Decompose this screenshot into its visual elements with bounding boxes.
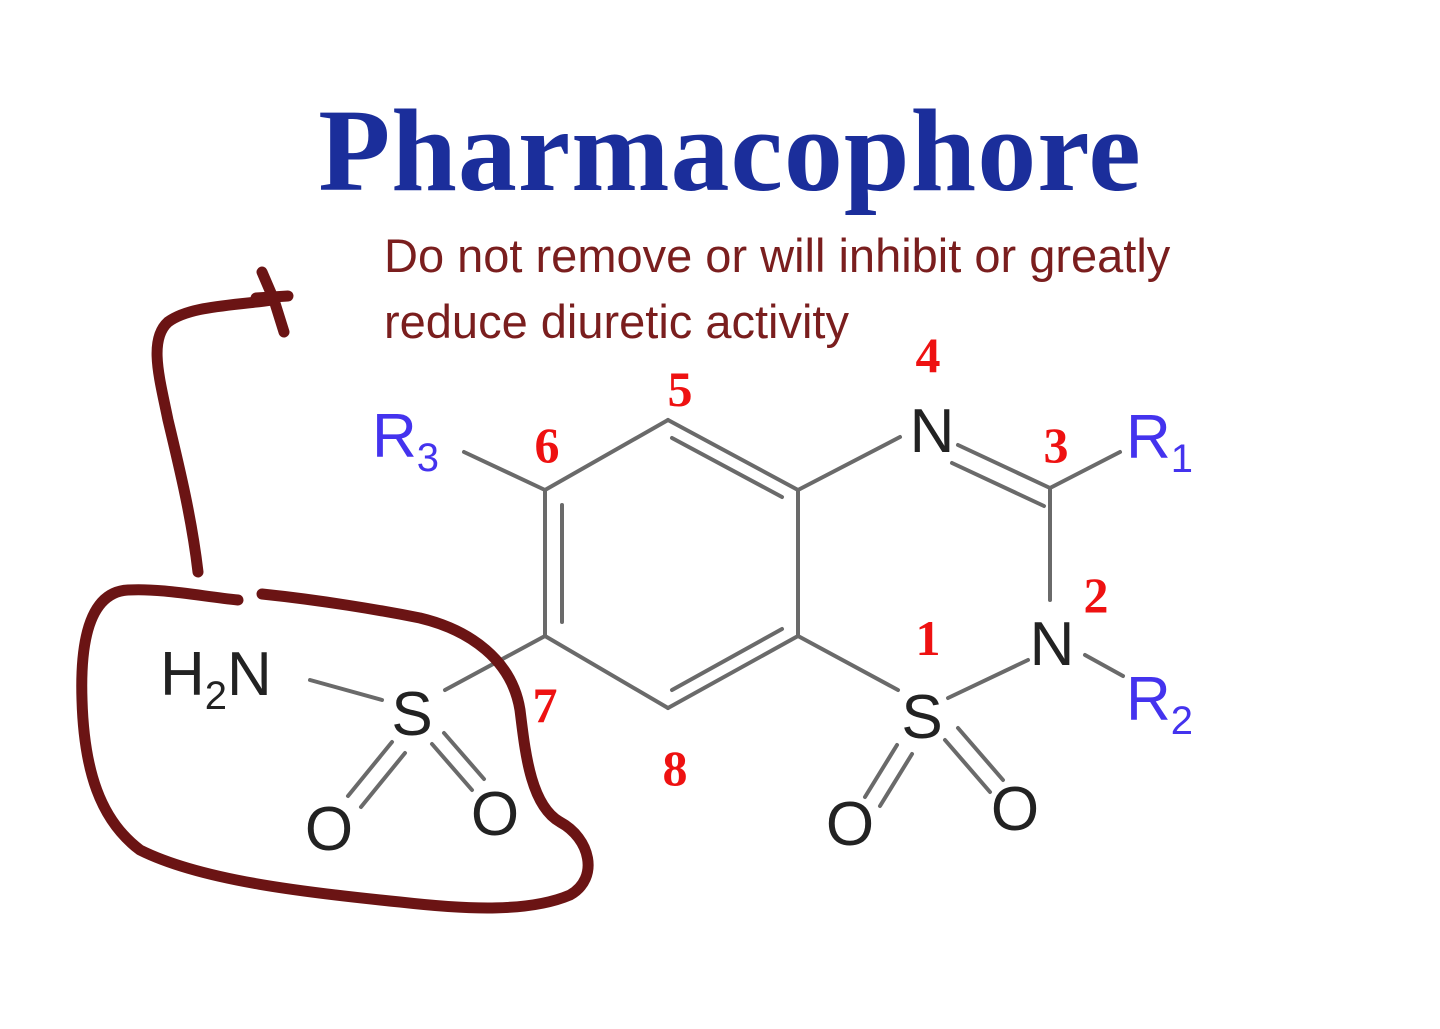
atom-sulfonamide-oxygen-right: O xyxy=(471,780,519,849)
r-group-r2: R2 xyxy=(1126,665,1193,743)
arrow-head-icon xyxy=(250,266,294,338)
position-number-6: 6 xyxy=(535,417,560,473)
position-number-4: 4 xyxy=(916,327,941,383)
annotation-line-1: Do not remove or will inhibit or greatly xyxy=(384,229,1171,282)
page-title: Pharmacophore xyxy=(318,85,1142,216)
atom-n4: N xyxy=(910,397,955,466)
position-number-1: 1 xyxy=(916,610,941,666)
r-group-r3: R3 xyxy=(372,402,439,480)
handwritten-annotation xyxy=(76,266,594,914)
atom-s1-oxygen-right: O xyxy=(991,775,1039,844)
amine-subscript: 2 xyxy=(205,674,227,718)
amine-hydrogen: H xyxy=(160,640,205,709)
atom-n2: N xyxy=(1030,610,1075,679)
position-number-2: 2 xyxy=(1084,567,1109,623)
atom-sulfonamide-oxygen-left: O xyxy=(305,795,353,864)
handwritten-arrow xyxy=(151,294,278,578)
r-group-r1: R1 xyxy=(1126,403,1193,481)
position-number-7: 7 xyxy=(533,677,558,733)
benzene-ring xyxy=(543,418,800,710)
atom-s1: S xyxy=(901,683,942,752)
handwritten-circle xyxy=(76,584,594,914)
annotation-line-2: reduce diuretic activity xyxy=(384,295,849,348)
position-number-8: 8 xyxy=(663,740,688,796)
amine-nitrogen: N xyxy=(227,640,272,709)
substituent-bonds xyxy=(308,450,1125,809)
atom-sulfonamide-sulfur: S xyxy=(391,680,432,749)
thiadiazine-ring xyxy=(796,435,1052,808)
amine-group: H2N xyxy=(160,640,272,718)
position-number-5: 5 xyxy=(668,361,693,417)
atom-s1-oxygen-left: O xyxy=(826,790,874,859)
position-number-3: 3 xyxy=(1044,417,1069,473)
